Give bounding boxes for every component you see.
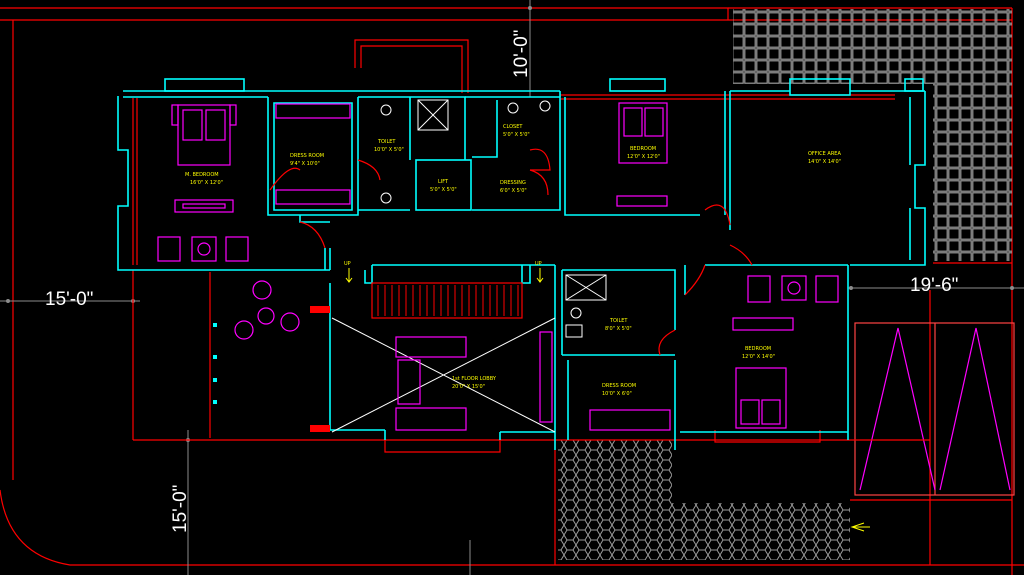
label-office-area-size: 14'0" X 14'0" <box>808 159 841 165</box>
label-toilet: TOILET <box>377 139 396 145</box>
door-swings <box>269 148 753 356</box>
label-toilet-size: 10'0" X 5'0" <box>374 147 404 153</box>
master-tv-unit <box>174 199 234 213</box>
column-marker-2 <box>310 425 330 432</box>
room-labels: M. BEDROOM 16'0" X 12'0" DRESS ROOM 9'4"… <box>185 124 841 397</box>
label-dressing-room-size: 9'4" X 10'0" <box>290 161 320 167</box>
dimension-top: 10'-0" <box>511 30 532 78</box>
label-office-area: OFFICE AREA <box>808 151 841 157</box>
wardrobe-left <box>275 103 351 205</box>
dimension-right: 19'-6" <box>910 275 958 296</box>
up-arrows <box>345 268 870 532</box>
paving-hex-hatch <box>558 440 850 560</box>
label-dressing: DRESSING <box>500 180 526 186</box>
lounge-chairs <box>234 280 300 340</box>
label-up-left: UP <box>344 261 351 267</box>
label-dressing-size: 6'0" X 5'0" <box>500 188 527 194</box>
dress-room-rack <box>589 409 671 431</box>
staircase <box>371 282 523 319</box>
office-room-mask <box>733 84 933 264</box>
label-closet: CLOSET <box>503 124 523 130</box>
label-up-right: UP <box>535 261 542 267</box>
label-lobby: 1st FLOOR LOBBY <box>452 376 497 382</box>
label-toilet2: TOILET <box>609 318 628 324</box>
bedroom3-furniture <box>732 275 839 429</box>
label-dressing-room: DRESS ROOM <box>290 153 324 159</box>
bedroom2-bed <box>616 102 668 207</box>
dimension-left: 15'-0" <box>45 289 93 310</box>
label-bedroom3-size: 12'0" X 14'0" <box>742 354 775 360</box>
car-parking-bays <box>854 322 1015 496</box>
label-bedroom2-size: 12'0" X 12'0" <box>627 154 660 160</box>
label-lift: LIFT <box>438 179 449 185</box>
label-lift-size: 5'0" X 5'0" <box>430 187 457 193</box>
label-master-bedroom-size: 16'0" X 12'0" <box>190 180 223 186</box>
sanitary-fixtures <box>380 99 607 338</box>
label-bedroom3: BEDROOM <box>745 346 771 352</box>
dimension-bottom: 15'-0" <box>170 485 191 533</box>
open-to-below-cross <box>331 317 556 433</box>
lounge-column-dots <box>213 323 217 404</box>
label-dress-room2-size: 10'0" X 6'0" <box>602 391 632 397</box>
label-closet-size: 5'0" X 5'0" <box>503 132 530 138</box>
label-master-bedroom: M. BEDROOM <box>185 172 219 178</box>
label-lobby-size: 20'0" X 15'0" <box>452 384 485 390</box>
label-bedroom2: BEDROOM <box>630 146 656 152</box>
lobby-sofa-set <box>395 331 553 431</box>
red-balcony-outline <box>132 39 930 453</box>
column-marker-1 <box>310 306 330 313</box>
master-bed <box>171 104 237 166</box>
master-sofa-set <box>157 236 249 262</box>
label-toilet2-size: 8'0" X 5'0" <box>605 326 632 332</box>
label-dress-room2: DRESS ROOM <box>602 383 636 389</box>
